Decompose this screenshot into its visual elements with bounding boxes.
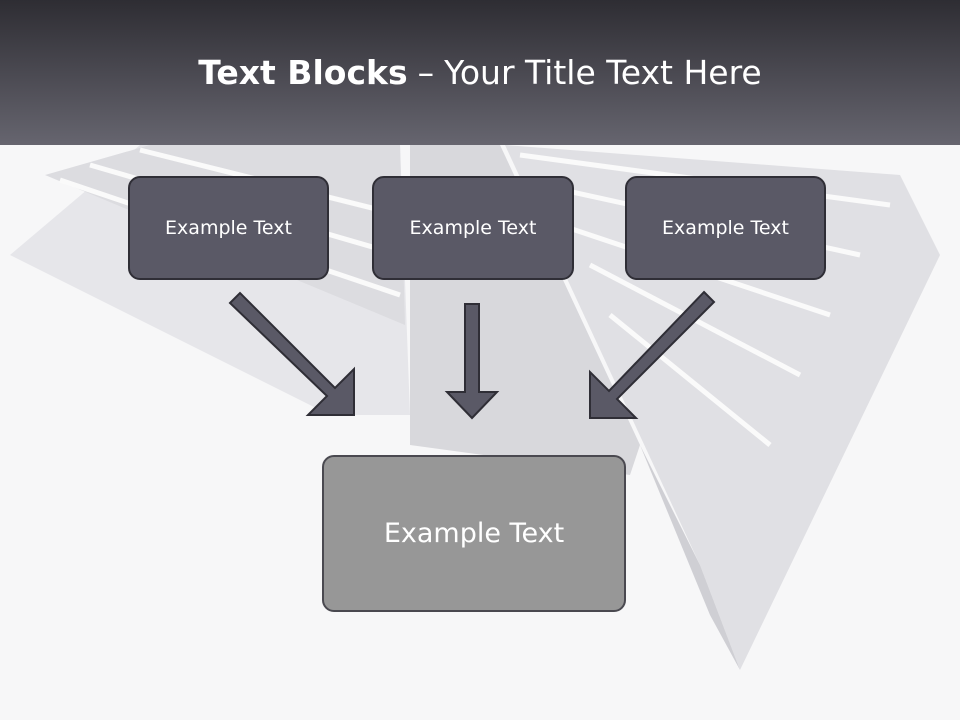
text-block-1-label: Example Text — [165, 217, 292, 239]
arrow-center — [444, 303, 500, 420]
title-rest: Your Title Text Here — [444, 53, 762, 92]
target-block-label: Example Text — [383, 518, 565, 549]
text-block-2[interactable]: Example Text — [372, 176, 574, 280]
target-block[interactable]: Example Text — [322, 455, 626, 612]
text-block-3[interactable]: Example Text — [625, 176, 826, 280]
text-block-1[interactable]: Example Text — [128, 176, 329, 280]
text-block-3-label: Example Text — [662, 217, 789, 239]
text-block-2-label: Example Text — [409, 217, 537, 239]
title-bold: Text Blocks — [198, 53, 408, 92]
title-bar: Text Blocks – Your Title Text Here — [0, 0, 960, 145]
title-dash: – — [417, 53, 435, 92]
arrow-right — [589, 290, 716, 419]
arrow-left — [228, 291, 355, 416]
